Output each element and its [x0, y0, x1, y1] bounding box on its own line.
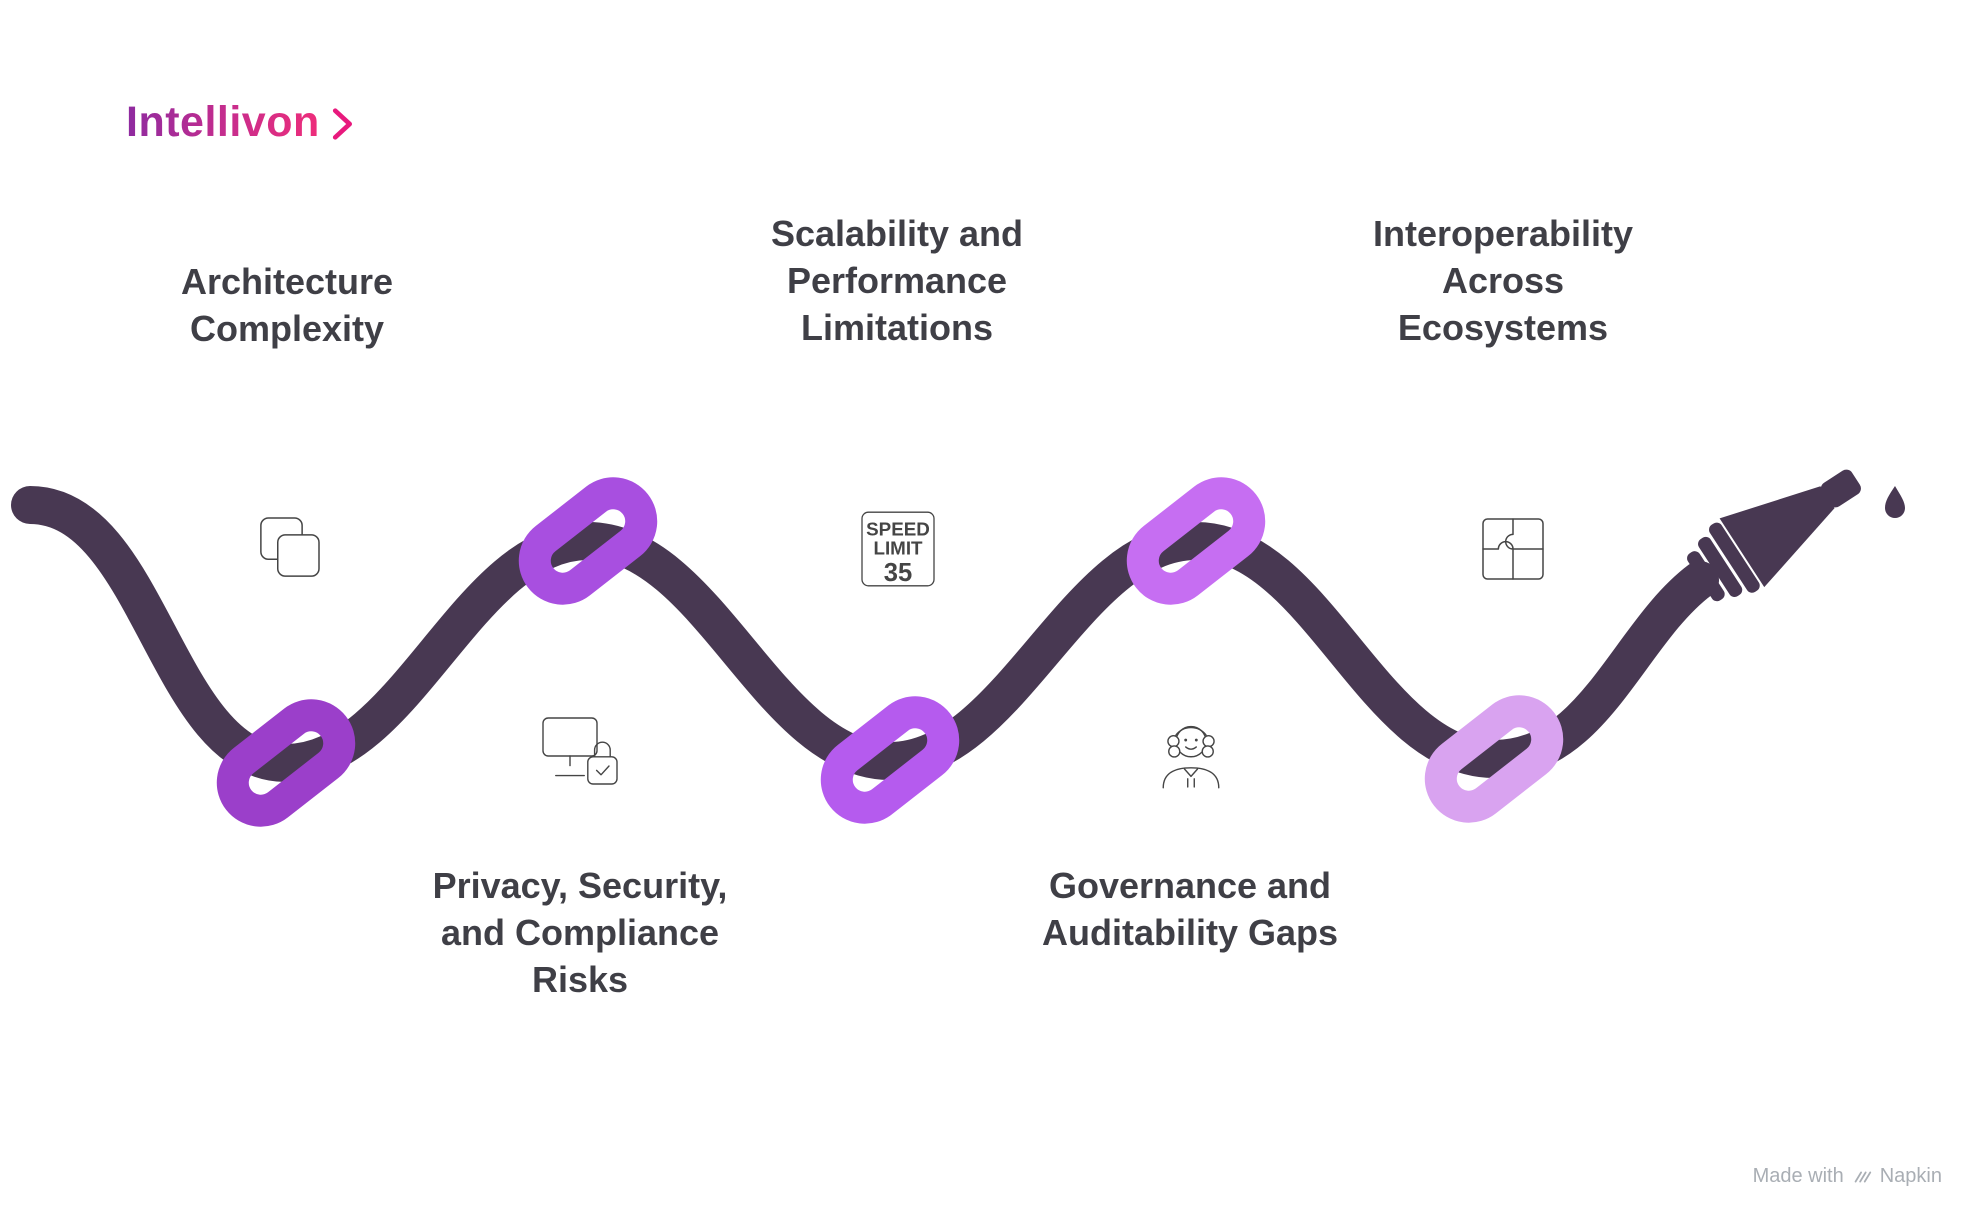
label-architecture-complexity: Architecture Complexity	[180, 261, 394, 349]
svg-text:LIMIT: LIMIT	[873, 538, 923, 559]
judge-icon	[1142, 700, 1240, 798]
napkin-logo-icon	[1854, 1171, 1871, 1182]
label-governance-auditability: Governance and Auditability Gaps	[1041, 865, 1339, 953]
puzzle-icon	[1468, 504, 1558, 594]
label-scalability-performance: Scalability and Performance Limitations	[770, 213, 1024, 348]
label-interoperability-ecosystems: Interoperability Across Ecosystems	[1372, 213, 1634, 348]
hose-nozzle	[1687, 469, 1861, 602]
napkin-brand-text: Napkin	[1879, 1165, 1942, 1187]
computer-lock-icon	[531, 700, 627, 796]
made-with-text: Made with	[1752, 1165, 1844, 1187]
copy-icon	[244, 503, 334, 593]
label-privacy-security-compliance: Privacy, Security, and Compliance Risks	[432, 865, 728, 1000]
made-with-napkin[interactable]: Made with Napkin	[1753, 1165, 1942, 1188]
rope-knot-2	[518, 477, 658, 605]
intellivon-logo: Intellivon	[126, 98, 360, 147]
rope-knot-5	[1424, 695, 1564, 823]
svg-text:35: 35	[884, 559, 912, 587]
speed-limit-sign-icon: SPEED LIMIT 35	[850, 501, 946, 597]
rope-knot-4	[1126, 477, 1266, 605]
chevron-right-icon	[332, 107, 352, 140]
svg-text:SPEED: SPEED	[866, 518, 930, 539]
droplet	[1885, 486, 1905, 518]
rope-knot-1	[216, 699, 356, 827]
rope-knot-3	[820, 696, 960, 824]
logo-text: Intellivon	[126, 98, 320, 146]
